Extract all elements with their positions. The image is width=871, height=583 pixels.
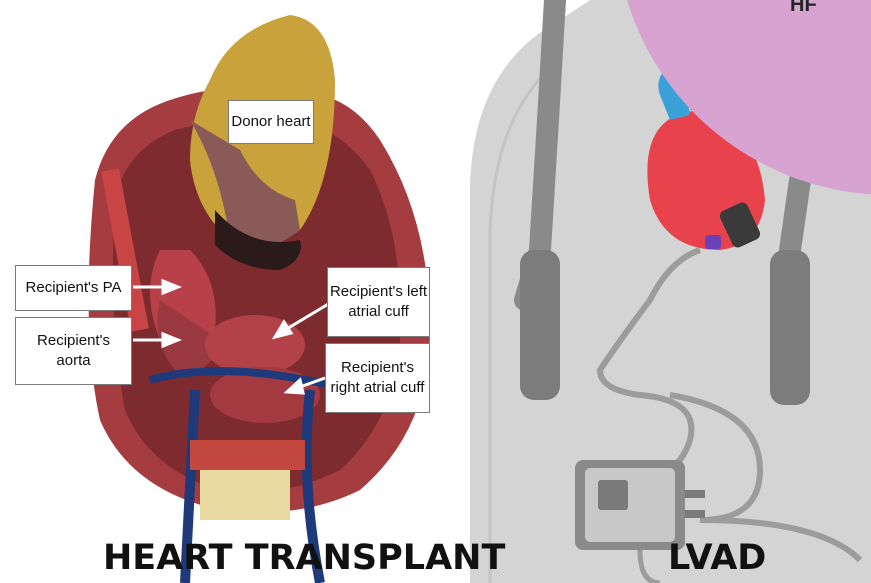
left-atrial-cuff xyxy=(205,315,305,375)
retractor-base xyxy=(200,470,290,520)
left-battery-pack xyxy=(520,250,560,400)
caption-heart-transplant: HEART TRANSPLANT xyxy=(103,538,505,578)
hf-corner-label: HF xyxy=(790,0,817,17)
right-shoulder-strap xyxy=(790,180,800,250)
right-battery-pack xyxy=(770,250,810,405)
caption-lvad: LVAD xyxy=(668,538,766,578)
label-recipient-left-atrial-cuff: Recipient's left atrial cuff xyxy=(327,267,430,337)
label-recipient-pa: Recipient's PA xyxy=(15,265,132,311)
label-recipient-right-atrial-cuff: Recipient's right atrial cuff xyxy=(325,343,430,413)
label-recipient-aorta: Recipient's aorta xyxy=(15,317,132,385)
label-donor-heart: Donor heart xyxy=(228,100,314,144)
